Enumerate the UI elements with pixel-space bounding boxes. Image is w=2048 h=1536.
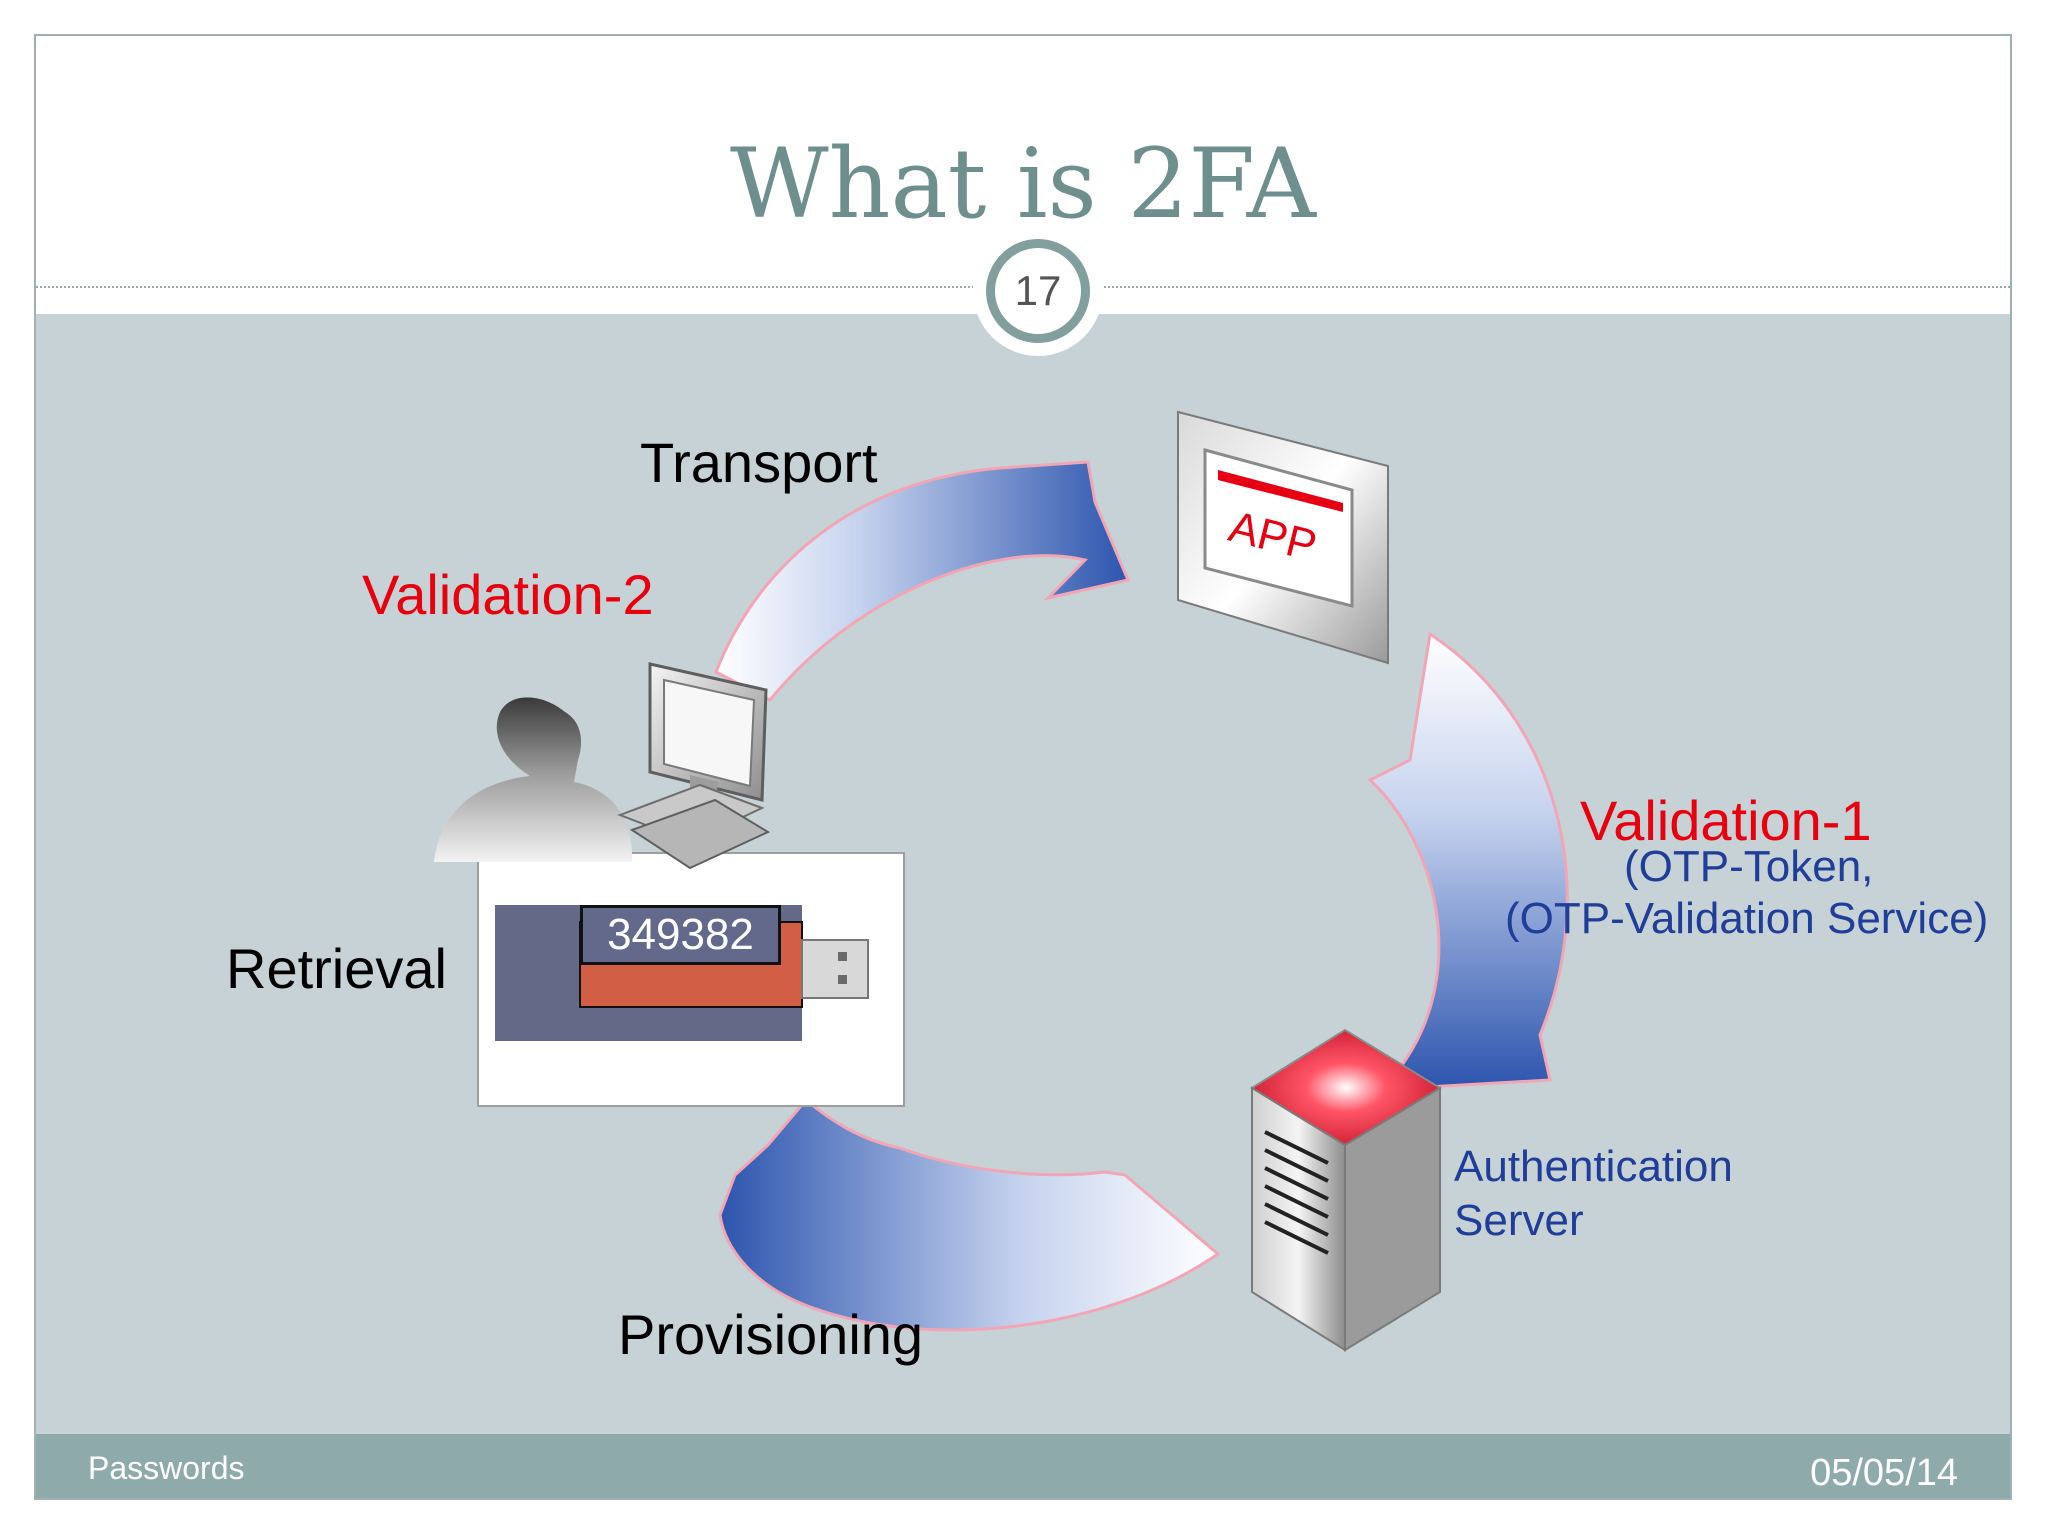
computer-icon bbox=[617, 662, 771, 870]
transport-label: Transport bbox=[640, 431, 878, 494]
footer-date: 05/05/14 bbox=[1810, 1452, 1958, 1494]
validation2-label: Validation-2 bbox=[362, 563, 654, 626]
footer-bar: Passwords 05/05/14 bbox=[36, 1434, 2010, 1498]
slide-title: What is 2FA bbox=[730, 128, 1316, 240]
usb-connector-icon bbox=[801, 939, 869, 999]
auth-server-label-line2: Server bbox=[1454, 1196, 1584, 1245]
slide-number-badge: 17 bbox=[973, 226, 1103, 356]
footer-title: Passwords bbox=[88, 1450, 245, 1486]
provisioning-arrow bbox=[718, 1097, 1221, 1332]
validation1-label: Validation-1 bbox=[1580, 789, 1872, 852]
auth-server-label-line1: Authentication bbox=[1454, 1142, 1733, 1191]
otp-token-label: (OTP-Token, bbox=[1624, 842, 1874, 891]
retrieval-label: Retrieval bbox=[226, 937, 447, 1000]
user-icon bbox=[434, 697, 633, 862]
transport-arrow bbox=[714, 460, 1131, 702]
server-icon bbox=[1250, 1028, 1442, 1352]
validation1-arrow bbox=[1367, 631, 1569, 1090]
slide-number: 17 bbox=[986, 239, 1090, 343]
token-code-display: 349382 bbox=[580, 905, 781, 965]
app-window-icon bbox=[1177, 410, 1389, 665]
otp-service-label: (OTP-Validation Service) bbox=[1505, 894, 1989, 943]
provisioning-label: Provisioning bbox=[618, 1303, 924, 1366]
